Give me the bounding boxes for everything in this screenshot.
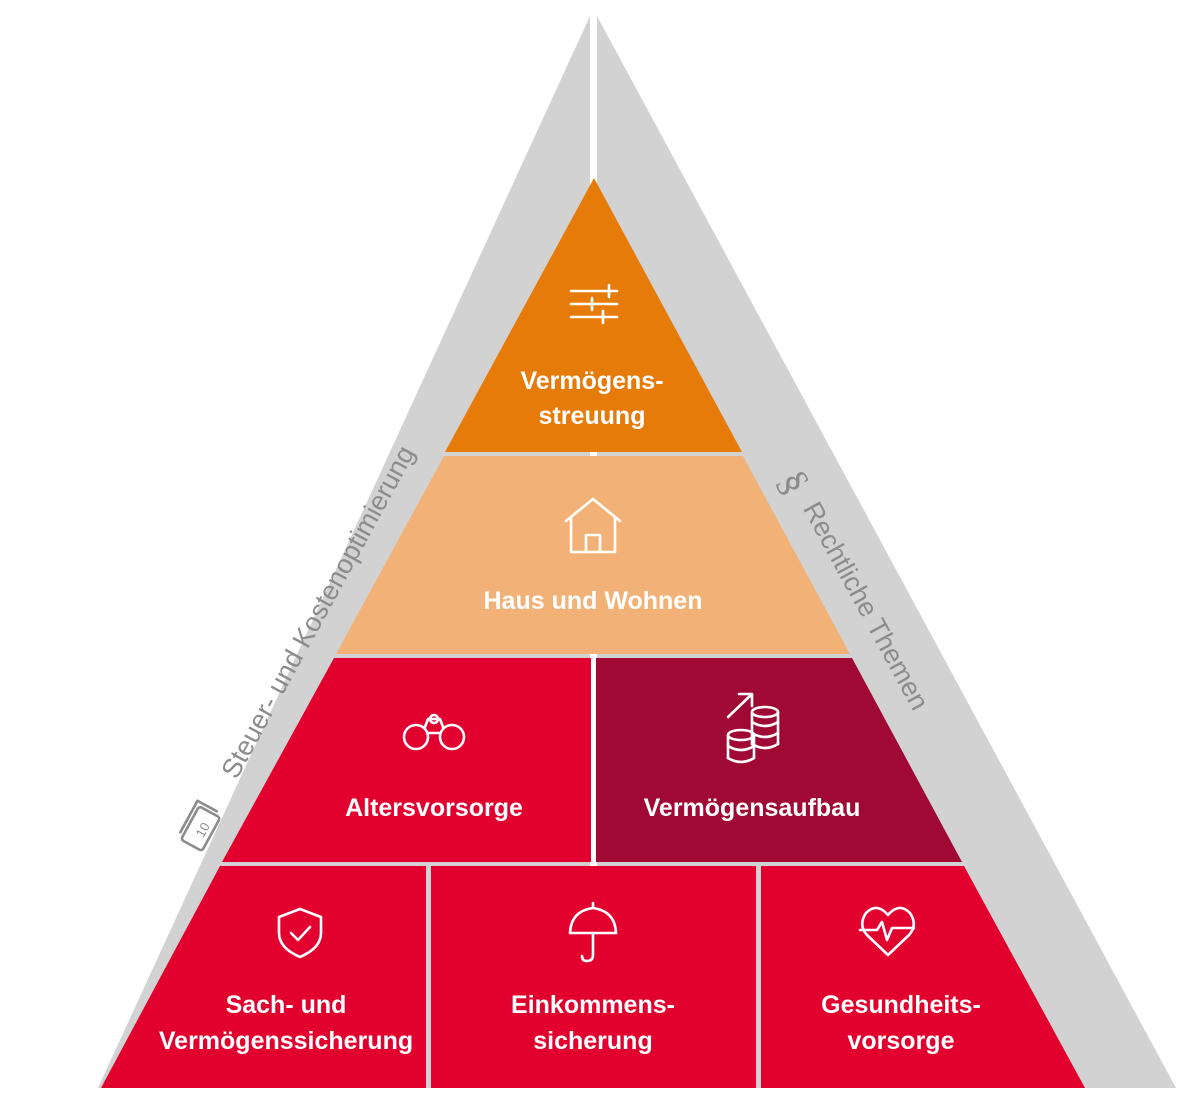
svg-text:10: 10 [193, 820, 213, 840]
tier-bottom-left-label-1: Sach- und [226, 991, 347, 1019]
shield-check-icon [277, 907, 323, 959]
tier-bottom-middle-label-1: Einkommens- [511, 991, 675, 1019]
tier-bottom-middle-label-2: sicherung [533, 1027, 652, 1055]
tier-top-label-2: streuung [539, 402, 646, 430]
tier-third-right-label: Vermögensaufbau [644, 794, 861, 822]
tier-top-label-1: Vermögens- [520, 367, 663, 395]
tier-third-left-shape [222, 658, 591, 862]
tier-bottom-right-label-2: vorsorge [848, 1027, 955, 1055]
tier-bottom-right-shape [761, 866, 1085, 1088]
binoculars-icon [402, 713, 466, 751]
money-bills-icon: 10 [178, 799, 221, 852]
tier-third-left-label: Altersvorsorge [345, 794, 523, 822]
house-icon [564, 497, 622, 554]
heart-pulse-icon [858, 906, 916, 957]
tier-bottom-left-shape [101, 866, 426, 1088]
tier-second-shape [336, 456, 850, 654]
sliders-icon [569, 283, 619, 325]
tier-third-right-shape [596, 658, 962, 862]
umbrella-icon [568, 901, 618, 963]
coins-growth-icon [726, 692, 780, 764]
tier-bottom-right-label-1: Gesundheits- [821, 991, 981, 1019]
tier-top-shape [445, 178, 742, 452]
tier-second-label: Haus und Wohnen [484, 587, 703, 615]
tier-bottom-left-label-2: Vermögenssicherung [159, 1027, 413, 1055]
